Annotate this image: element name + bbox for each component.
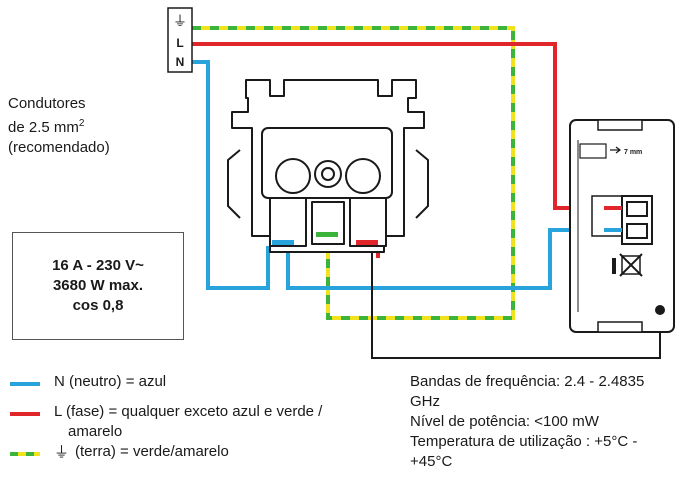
conductors-note: Condutores de 2.5 mm2 (recomendado) xyxy=(8,94,158,158)
terminal-n-label: N xyxy=(176,55,185,69)
legend-phase-text: L (fase) = qualquer exceto azul e verde … xyxy=(54,402,322,442)
spec-temperature-max: +45°C xyxy=(410,453,453,470)
connected-module: 7 mm xyxy=(569,119,675,333)
spec-temperature: Temperatura de utilização : +5°C - xyxy=(410,433,638,450)
legend-earth-icon: ⏚ xyxy=(54,443,70,461)
neutral-contact-indicator xyxy=(272,240,294,245)
neutral-wire xyxy=(192,60,270,290)
spec-frequency: Bandas de frequência: 2.4 - 2.4835 xyxy=(410,373,645,390)
conductors-line-3: (recomendado) xyxy=(8,139,110,156)
phase-contact-indicator xyxy=(356,240,378,245)
legend-phase-line-2: amarelo xyxy=(68,423,123,440)
legend-phase-line-1: L (fase) = qualquer exceto azul e verde … xyxy=(54,403,323,420)
earth-wire xyxy=(192,26,515,320)
spec-power-level: Nível de potência: <100 mW xyxy=(410,413,599,430)
earth-swatch xyxy=(10,452,40,456)
spec-frequency-unit: GHz xyxy=(410,393,440,410)
legend-phase: L (fase) = qualquer exceto azul e verde … xyxy=(10,402,322,442)
legend-neutral: N (neutro) = azul xyxy=(10,372,166,392)
conductors-size: de 2.5 mm xyxy=(8,119,79,136)
terminal-earth-label: ⏚ xyxy=(173,14,187,30)
terminal-block: ⏚ L N xyxy=(167,7,193,73)
neutral-swatch xyxy=(10,382,40,386)
earth-contact-indicator xyxy=(316,232,338,237)
conductors-size-exponent: 2 xyxy=(78,118,85,129)
socket-mechanism xyxy=(227,79,429,253)
technical-specs: Bandas de frequência: 2.4 - 2.4835 GHz N… xyxy=(410,372,672,472)
terminal-l-label: L xyxy=(176,36,183,50)
control-wire xyxy=(371,252,661,359)
conductors-line-1: Condutores xyxy=(8,95,86,112)
legend-earth: ⏚ (terra) = verde/amarelo xyxy=(10,442,229,462)
phase-swatch xyxy=(10,412,40,416)
module-phase-terminal-wire xyxy=(604,206,622,210)
strip-length-label: 7 mm xyxy=(624,149,642,156)
rating-power-factor: cos 0,8 xyxy=(72,297,124,314)
module-neutral-terminal-wire xyxy=(604,228,622,232)
rating-power: 3680 W max. xyxy=(52,277,144,294)
legend-neutral-label: N (neutro) = azul xyxy=(54,373,167,390)
conductors-line-2: de 2.5 mm2 xyxy=(8,114,158,138)
rating-box: 16 A - 230 V~ 3680 W max. cos 0,8 xyxy=(12,232,184,340)
rating-current-voltage: 16 A - 230 V~ xyxy=(52,257,144,274)
legend-earth-label: (terra) = verde/amarelo xyxy=(75,443,229,460)
